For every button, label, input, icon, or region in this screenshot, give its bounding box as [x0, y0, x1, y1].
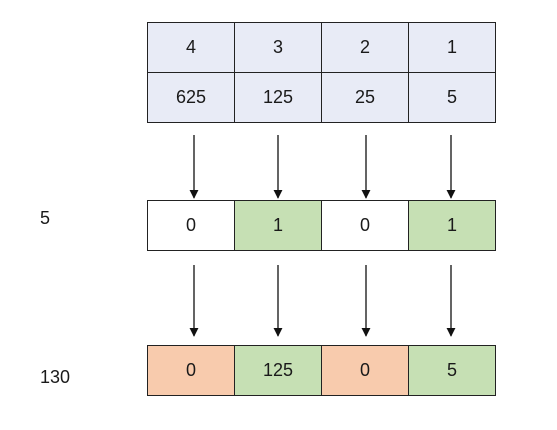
result-value-cell: 5	[409, 346, 496, 396]
power-table: 4 3 2 1 625 125 25 5	[147, 22, 496, 123]
binary-digit-cell: 0	[322, 201, 409, 251]
binary-digit-cell: 1	[409, 201, 496, 251]
result-value-cell: 0	[322, 346, 409, 396]
position-cell: 4	[148, 23, 235, 73]
result-value-cell: 0	[148, 346, 235, 396]
binary-row-label: 5	[40, 208, 51, 228]
result-row-label: 130	[40, 367, 71, 387]
position-cell: 2	[322, 23, 409, 73]
result-value-row: 0 125 0 5	[147, 345, 496, 396]
power-cell: 25	[322, 73, 409, 123]
position-cell: 1	[409, 23, 496, 73]
result-value-cell: 125	[235, 346, 322, 396]
power-cell: 625	[148, 73, 235, 123]
power-cell: 5	[409, 73, 496, 123]
binary-digit-row: 0 1 0 1	[147, 200, 496, 251]
binary-digit-cell: 1	[235, 201, 322, 251]
binary-digit-cell: 0	[148, 201, 235, 251]
position-cell: 3	[235, 23, 322, 73]
power-cell: 125	[235, 73, 322, 123]
